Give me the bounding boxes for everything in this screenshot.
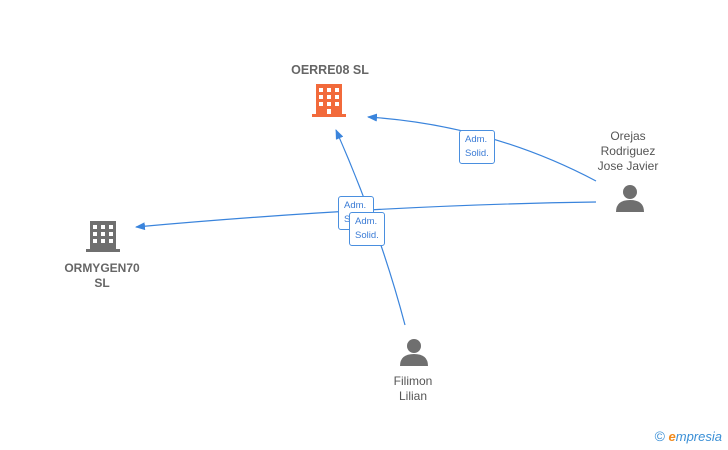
company-ormygen70-name[interactable]: ORMYGEN70 SL xyxy=(50,261,154,291)
person-filimon-name[interactable]: Filimon Lilian xyxy=(372,374,454,404)
person-filimon-line2: Lilian xyxy=(398,389,428,403)
building-icon-main[interactable] xyxy=(312,84,346,117)
building-icon-ormygen70[interactable] xyxy=(86,221,120,252)
person-orejas-line1: Orejas xyxy=(610,129,646,143)
company-ormygen70-line2: SL xyxy=(94,276,110,290)
edge-label-orejas-oerre08: Adm. Solid. xyxy=(459,130,495,164)
company-ormygen70-line1: ORMYGEN70 xyxy=(64,261,140,275)
edge-label-filimon-oerre08: Adm. Solid. xyxy=(349,212,385,246)
edge-label-line2: Solid. xyxy=(465,148,489,159)
main-company-name[interactable]: OERRE08 SL xyxy=(291,63,369,77)
brand-first-letter: e xyxy=(668,429,676,444)
person-filimon-line1: Filimon xyxy=(393,374,433,388)
person-orejas-name[interactable]: Orejas Rodriguez Jose Javier xyxy=(582,129,674,174)
brand-name: mpresia xyxy=(675,429,722,444)
person-icon-filimon[interactable] xyxy=(400,339,428,366)
edge-label-line2: Solid. xyxy=(355,230,379,241)
person-orejas-line2: Rodriguez xyxy=(600,144,656,158)
empresia-logo[interactable]: © empresia xyxy=(655,428,722,444)
edge-label-line1: Adm. xyxy=(344,200,367,211)
person-orejas-line3: Jose Javier xyxy=(597,159,659,173)
person-icon-orejas[interactable] xyxy=(616,185,644,212)
copyright-icon: © xyxy=(654,428,665,444)
edge-label-line1: Adm. xyxy=(465,134,488,145)
edge-label-line1: Adm. xyxy=(355,216,378,227)
